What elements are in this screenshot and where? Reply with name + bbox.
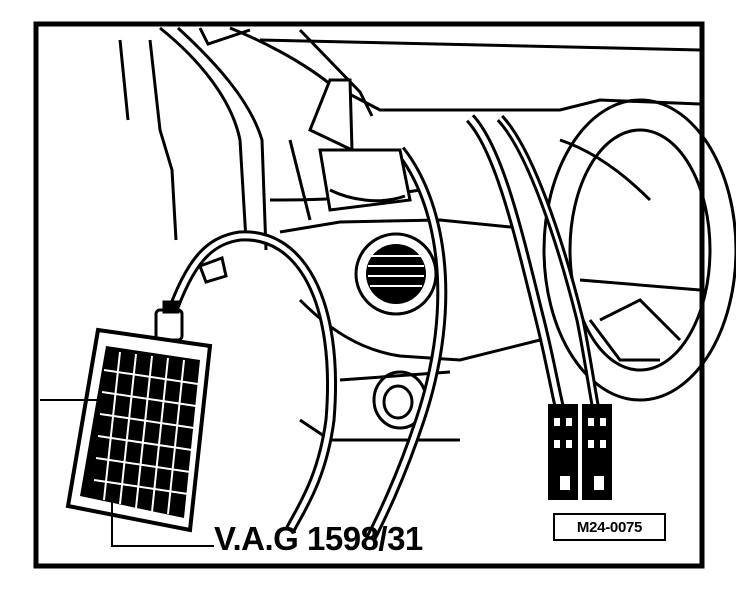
tool-name-label: V.A.G 1598/31 xyxy=(214,520,423,557)
tester-cable-stub xyxy=(154,256,228,342)
plug-connectors xyxy=(548,404,612,500)
diagnostic-tester-box-icon xyxy=(65,327,213,533)
air-vent-icon xyxy=(354,232,438,316)
diagnostic-cable xyxy=(164,114,601,543)
label-leader-line xyxy=(40,399,214,547)
steering-wheel-icon xyxy=(542,98,736,402)
diagnostic-connector-icon xyxy=(308,78,412,212)
figure-reference-code: M24-0075 xyxy=(553,513,666,541)
figure-frame xyxy=(33,21,705,569)
